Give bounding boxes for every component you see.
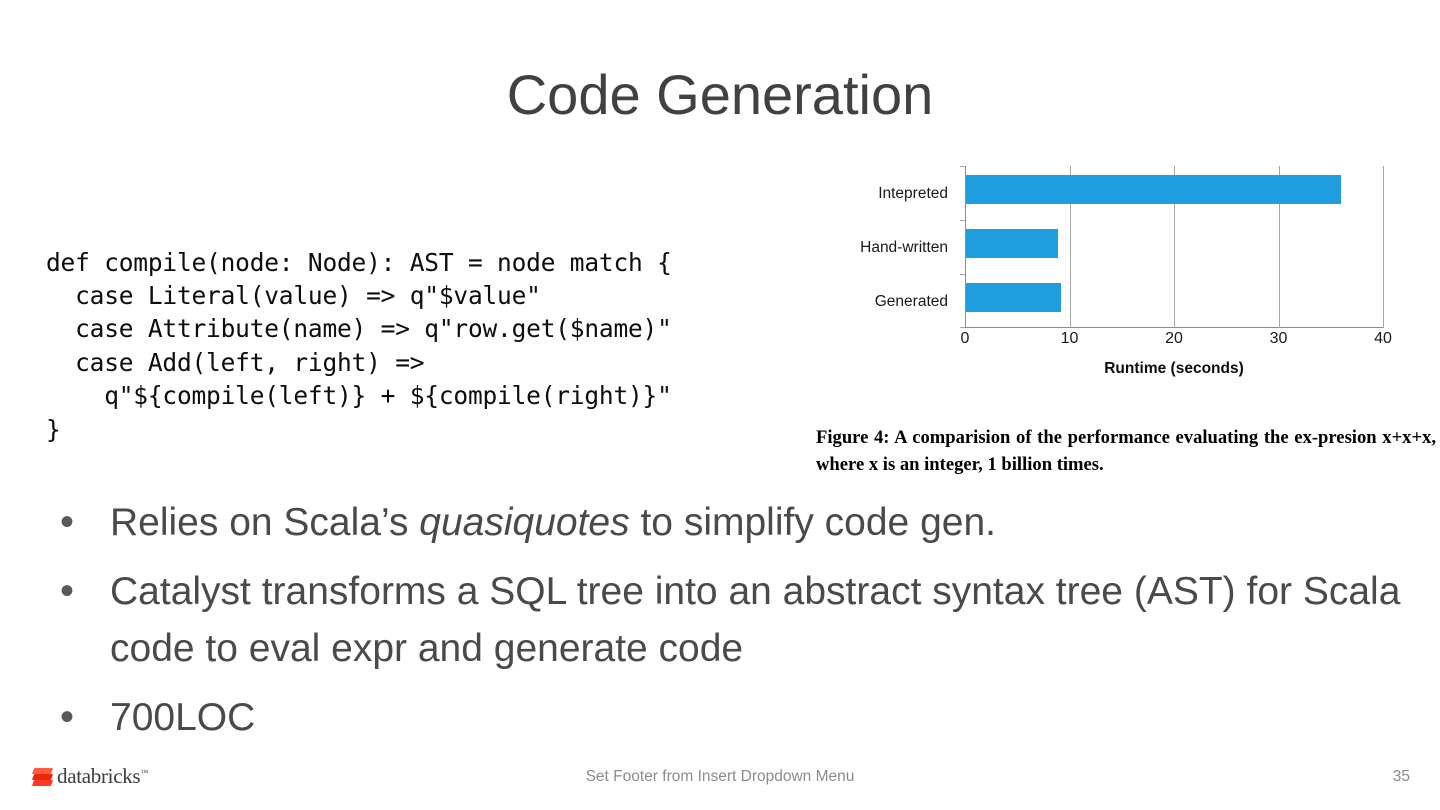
databricks-wordmark-text: databricks	[57, 763, 141, 788]
bullet-text-1: Catalyst transforms a SQL tree into an a…	[110, 570, 1401, 670]
chart-category-label-2: Generated	[874, 293, 948, 310]
chart-category-labels: Intepreted Hand-written Generated	[826, 166, 956, 328]
chart-bar-generated	[966, 283, 1062, 312]
chart-x-axis-title: Runtime (seconds)	[1104, 360, 1244, 377]
figure-caption-label: Figure 4:	[816, 427, 890, 448]
chart-y-axis-line	[965, 166, 966, 328]
chart-gridline-40	[1383, 166, 1384, 328]
chart-y-tick-1	[960, 220, 965, 221]
chart-y-tick-3	[960, 327, 965, 328]
footer-text: Set Footer from Insert Dropdown Menu	[585, 768, 855, 785]
databricks-logo: databricks™	[31, 764, 148, 789]
bullet-marker-icon: •	[60, 500, 75, 544]
chart-y-tick-2	[960, 274, 965, 275]
chart-y-tick-0	[960, 166, 965, 167]
bullet-text-0-emphasis: quasiquotes	[419, 501, 630, 544]
chart-x-tick-label-20: 20	[1165, 330, 1183, 347]
code-snippet: def compile(node: Node): AST = node matc…	[46, 247, 672, 444]
figure-caption-body: A comparision of the performance evaluat…	[816, 427, 1437, 475]
bullet-text-0-pre: Relies on Scala’s	[110, 501, 420, 544]
chart-plot-area	[960, 166, 1384, 328]
chart-x-tick-labels: 0 10 20 30 40	[961, 330, 1392, 354]
trademark-icon: ™	[140, 767, 148, 777]
bullet-marker-icon: •	[60, 569, 75, 613]
list-item: • Relies on Scala’s quasiquotes to simpl…	[48, 494, 1408, 551]
list-item: • 700LOC	[48, 689, 1408, 746]
chart-x-tick-label-40: 40	[1374, 330, 1392, 347]
chart-x-tick-label-0: 0	[960, 330, 970, 347]
chart-bar-intepreted	[966, 175, 1342, 204]
bullet-text-0-post: to simplify code gen.	[629, 501, 996, 544]
bullet-list: • Relies on Scala’s quasiquotes to simpl…	[48, 494, 1408, 758]
chart-category-label-0: Intepreted	[878, 185, 948, 202]
bullet-text-2: 700LOC	[110, 696, 256, 739]
chart-bar-hand-written	[966, 229, 1058, 258]
chart-gridline-10	[1069, 166, 1071, 328]
list-item: • Catalyst transforms a SQL tree into an…	[48, 563, 1408, 677]
bullet-marker-icon: •	[60, 695, 75, 739]
databricks-wordmark: databricks™	[57, 764, 148, 789]
chart-x-tick-label-30: 30	[1269, 330, 1288, 347]
runtime-bar-chart: Intepreted Hand-written Generated 0 10 20 3…	[826, 158, 1426, 393]
page-number: 35	[1392, 768, 1410, 785]
chart-x-tick-label-10: 10	[1060, 330, 1079, 347]
chart-gridline-20	[1174, 166, 1175, 328]
bullet-text-0: Relies on Scala’s quasiquotes to simplif…	[110, 494, 1408, 551]
figure-caption: Figure 4: A comparision of the performan…	[816, 424, 1436, 478]
page-title: Code Generation	[506, 63, 934, 126]
chart-gridline-30	[1278, 166, 1280, 328]
chart-category-label-1: Hand-written	[860, 239, 948, 256]
